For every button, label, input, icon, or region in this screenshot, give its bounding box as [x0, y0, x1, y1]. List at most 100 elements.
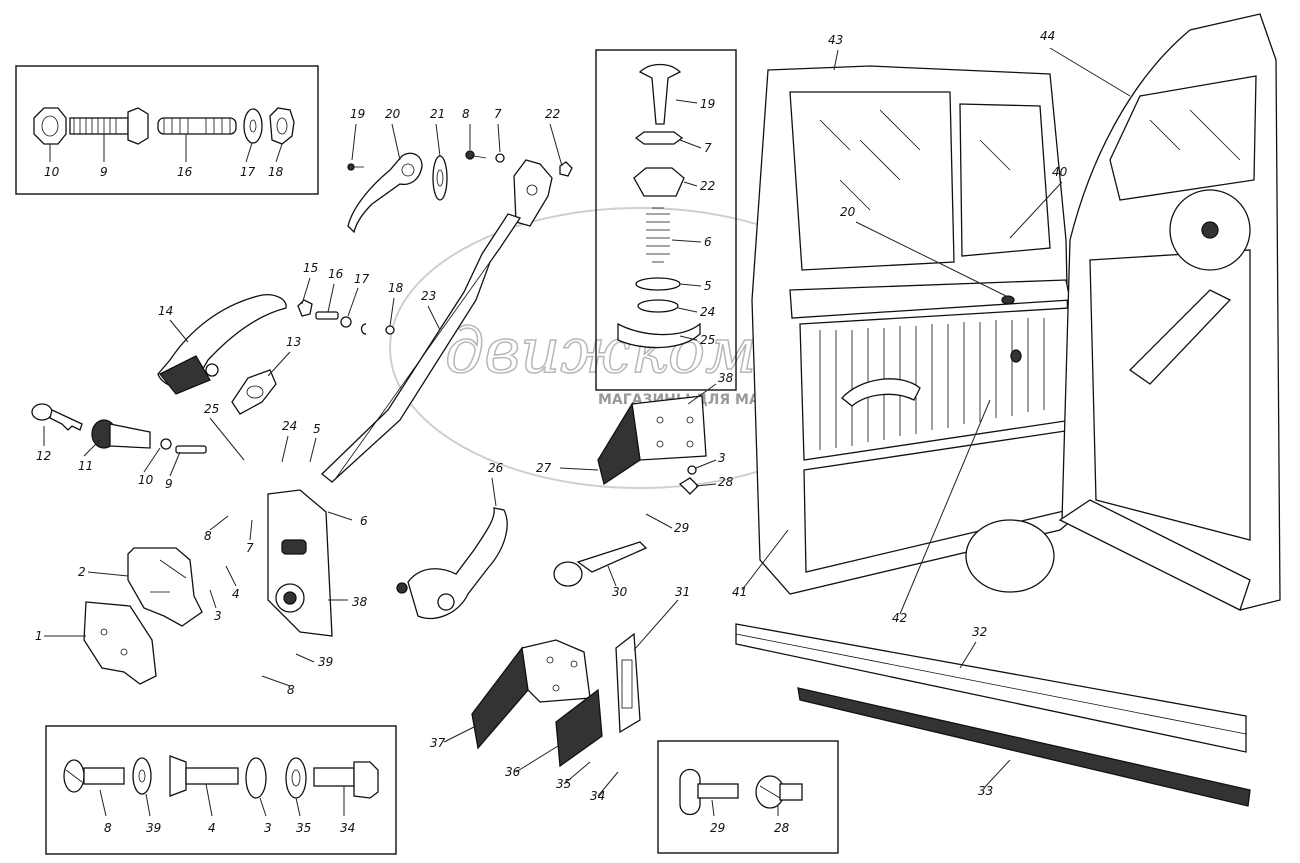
bolt-9	[69, 107, 149, 145]
bolt-34-box	[313, 761, 379, 799]
part-label-handle-8: 8	[462, 107, 470, 121]
part-label-hinge-27: 27	[536, 461, 552, 475]
part-label-bottom-left-box-39: 39	[146, 821, 161, 835]
part-label-lock-1: 1	[35, 629, 43, 643]
part-label-lock-5: 5	[313, 422, 321, 436]
fasteners-box-bottom-left	[45, 725, 397, 855]
part-label-door-44: 44	[1040, 29, 1055, 43]
part-label-top-left-box-17: 17	[240, 165, 256, 179]
part-label-hinge-38: 38	[718, 371, 734, 385]
leader-lines	[43, 47, 1131, 817]
part-label-door-43: 43	[828, 33, 843, 47]
door-lock-38	[267, 489, 333, 637]
part-label-hinge-3: 3	[718, 451, 726, 465]
countersunk-screw-4-box	[169, 755, 239, 797]
part-label-bottom-left-box-8: 8	[104, 821, 112, 835]
part-label-handle-23: 23	[421, 289, 436, 303]
hex-nut-10	[33, 107, 67, 145]
screw-28-box	[755, 775, 803, 809]
part-label-bottom-left-box-34: 34	[340, 821, 355, 835]
part-label-door-20: 20	[840, 205, 856, 219]
part-label-lock-8b: 8	[287, 683, 295, 697]
washer-35-box	[285, 757, 307, 799]
inner-handle-20	[347, 152, 423, 234]
part-label-handle-18: 18	[388, 281, 404, 295]
lock-washer-39-box	[132, 757, 152, 795]
part-label-handle-16: 16	[328, 267, 344, 281]
door-seal-33	[797, 687, 1251, 807]
remote-rod-23	[321, 213, 522, 483]
part-label-outer-26: 26	[488, 461, 504, 475]
part-label-lock-9: 9	[165, 477, 173, 491]
part-label-handle-7: 7	[494, 107, 502, 121]
part-label-hinge-37: 37	[430, 736, 446, 750]
part-label-top-left-box-16: 16	[177, 165, 193, 179]
part-label-key-12: 12	[36, 449, 51, 463]
key-12	[31, 403, 83, 431]
part-label-lock-7: 7	[246, 541, 254, 555]
small-parts-15-18	[297, 299, 395, 335]
part-label-bottom-left-box-3: 3	[264, 821, 272, 835]
part-label-spring-7: 7	[704, 141, 712, 155]
part-label-spring-24: 24	[700, 305, 715, 319]
rear-door-44	[965, 13, 1281, 611]
outside-handle-14	[157, 294, 287, 395]
part-label-handle-14: 14	[158, 304, 173, 318]
part-label-hinge-34: 34	[590, 789, 605, 803]
lock-cylinder-11	[91, 419, 207, 454]
part-label-top-left-box-18: 18	[268, 165, 284, 179]
part-label-lock-3: 3	[214, 609, 222, 623]
hinge-plate-31	[615, 632, 641, 734]
screw-19	[347, 163, 364, 171]
part-label-seal-32: 32	[972, 625, 987, 639]
part-label-handle-13: 13	[286, 335, 301, 349]
part-label-handle-19: 19	[350, 107, 365, 121]
fasteners-box-bottom-right	[657, 740, 839, 854]
door-button-30	[553, 541, 648, 587]
part-label-spring-6: 6	[704, 235, 712, 249]
part-label-lock-25: 25	[204, 402, 219, 416]
part-label-hinge-36: 36	[505, 765, 521, 779]
part-label-bottom-left-box-35: 35	[296, 821, 311, 835]
escutcheon-21	[432, 155, 448, 201]
part-label-spring-22: 22	[700, 179, 715, 193]
spring-assembly-box	[595, 49, 737, 391]
hinge-plate-36	[555, 688, 603, 768]
part-label-top-left-box-9: 9	[100, 165, 108, 179]
part-label-bottom-right-box-29: 29	[710, 821, 725, 835]
pin-29-box	[679, 768, 739, 816]
part-label-handle-17: 17	[354, 272, 370, 286]
remote-control-22	[513, 159, 573, 227]
part-label-lock-10: 10	[138, 473, 154, 487]
washer-17	[243, 108, 263, 144]
part-label-bottom-left-box-4: 4	[208, 821, 216, 835]
part-label-plate-31: 31	[675, 585, 690, 599]
part-label-hinge-35: 35	[556, 777, 571, 791]
part-label-lock-4: 4	[232, 587, 240, 601]
part-label-lock-38: 38	[352, 595, 368, 609]
part-label-lock-2: 2	[78, 565, 86, 579]
hinge-27	[597, 395, 707, 495]
part-label-lock-11: 11	[78, 459, 93, 473]
screw-8-top	[465, 150, 487, 160]
spring-assembly-parts	[617, 63, 701, 349]
part-label-lock-39: 39	[318, 655, 333, 669]
part-label-door-40: 40	[1052, 165, 1068, 179]
lock-body-2	[127, 547, 203, 627]
part-label-top-left-box-10: 10	[44, 165, 60, 179]
part-label-hinge-29: 29	[674, 521, 689, 535]
part-label-handle-22: 22	[545, 107, 560, 121]
part-label-handle-21: 21	[430, 107, 445, 121]
part-label-handle-20: 20	[385, 107, 401, 121]
part-label-lock-24: 24	[282, 419, 297, 433]
part-label-handle-15: 15	[303, 261, 318, 275]
lock-plate-1	[83, 601, 157, 685]
front-door-41	[751, 65, 1073, 595]
door-seal-32	[735, 623, 1247, 753]
part-label-seal-33: 33	[978, 784, 993, 798]
part-label-button-30: 30	[612, 585, 628, 599]
outside-handle-26	[396, 507, 508, 620]
